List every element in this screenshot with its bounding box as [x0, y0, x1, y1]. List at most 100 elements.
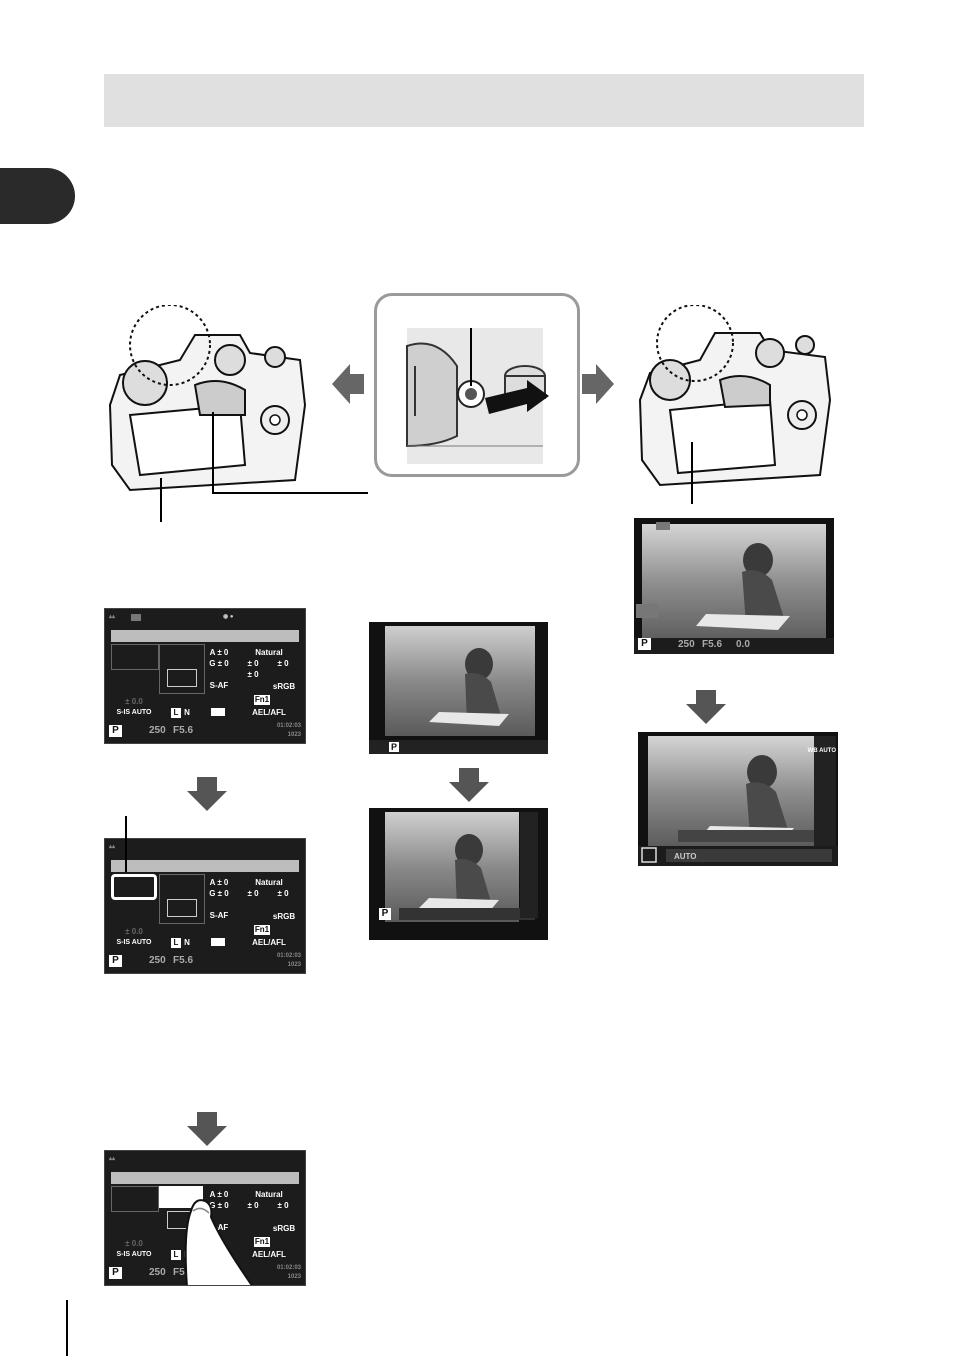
- status-bar: ▴▴ ◉ ●: [109, 614, 234, 621]
- eye-sensor-icon: [406, 328, 549, 464]
- flash-comp: ± 0.0: [125, 697, 143, 706]
- fn-button: Fn1: [254, 1237, 270, 1247]
- wb-a: A ± 0: [209, 648, 229, 657]
- camera-back-icon: [108, 304, 307, 492]
- super-control-panel-3: ▴▴ A ± 0 G ± 0 Natural ± 0 ± 0 S-AF sRGB…: [104, 1150, 306, 1286]
- recording-time: 01:02:03: [276, 1265, 301, 1271]
- camera-back-right: [630, 304, 840, 495]
- picture-mode: Natural: [255, 1190, 283, 1199]
- section-header-bar: [104, 74, 864, 127]
- exposure-comp: 0.0: [736, 639, 750, 650]
- image-stabilizer: S-IS AUTO: [116, 939, 152, 946]
- wb-a: A ± 0: [209, 1190, 229, 1199]
- quality-icon: L: [171, 708, 181, 718]
- recording-time: 01:02:03: [276, 723, 301, 729]
- camera-back-icon: [638, 304, 832, 487]
- frames-remaining: 1023: [287, 732, 301, 738]
- chapter-side-tab: [0, 168, 75, 224]
- picture-mode: Natural: [255, 648, 283, 657]
- exposure-bar: P 250 F5.6 01:02:03 1023: [105, 1259, 305, 1285]
- shooting-mode: P: [109, 1267, 122, 1279]
- af-target-icon: [167, 899, 197, 917]
- finger-icon: [184, 1199, 253, 1285]
- arrow-down-icon: [187, 1112, 227, 1146]
- af-target-icon: [167, 669, 197, 687]
- af-mode: S-AF: [209, 681, 229, 690]
- shooting-mode: P: [109, 725, 122, 737]
- quality-icon: L: [171, 938, 181, 948]
- wb-g: G ± 0: [209, 659, 229, 668]
- quality: N: [184, 938, 190, 947]
- panel-strip: [111, 630, 299, 642]
- wb-menu-item: AUTO: [674, 852, 697, 861]
- selected-cell: [111, 874, 157, 900]
- page-rule: [66, 1300, 68, 1356]
- saturation: ± 0: [247, 670, 259, 679]
- arrow-left-icon: [332, 364, 364, 404]
- monitor-live-control: AUTO WB AUTO: [638, 732, 838, 866]
- ael-afl: AEL/AFL: [252, 1250, 286, 1259]
- exposure-bar: P 250 F5.6 01:02:03 1023: [105, 717, 305, 743]
- camera-back-left: [100, 304, 310, 495]
- wb-indicator: WB AUTO: [807, 748, 836, 754]
- ael-afl: AEL/AFL: [252, 708, 286, 717]
- super-control-panel-1: ▴▴ ◉ ● A ± 0 G ± 0 Natural ± 0 ± 0 ± 0 S…: [104, 608, 306, 744]
- recording-time: 01:02:03: [276, 953, 301, 959]
- sharpness: ± 0: [247, 659, 259, 668]
- shutter-speed: 250: [149, 725, 166, 736]
- viewfinder-liveview: P: [369, 622, 548, 754]
- sharpness: ± 0: [247, 1201, 259, 1210]
- panel-grid: A ± 0 G ± 0 Natural ± 0 ± 0 S-AF sRGB ± …: [111, 1186, 299, 1260]
- color-space: sRGB: [272, 912, 296, 921]
- touched-cell: [159, 1186, 203, 1208]
- exposure-bar: P 250 F5.6 01:02:03 1023: [105, 947, 305, 973]
- shooting-mode: P: [381, 908, 389, 919]
- arrow-down-icon: [686, 690, 726, 724]
- af-mode: S-AF: [209, 911, 229, 920]
- shutter-speed: 250: [149, 1267, 166, 1278]
- aspect-icon: [211, 708, 225, 716]
- callout-line-viewfinder-h: [212, 492, 368, 494]
- contrast: ± 0: [277, 659, 289, 668]
- shutter-speed: 250: [678, 639, 695, 650]
- shooting-mode: P: [390, 742, 397, 752]
- flash-comp: ± 0.0: [125, 927, 143, 936]
- af-mode: S-AF: [209, 1223, 229, 1232]
- status-bar: ▴▴: [109, 1156, 116, 1162]
- image-stabilizer: S-IS AUTO: [116, 709, 152, 716]
- color-space: sRGB: [272, 1224, 296, 1233]
- arrow-down-icon: [187, 777, 227, 811]
- shooting-mode: P: [109, 955, 122, 967]
- sharpness: ± 0: [247, 889, 259, 898]
- shutter-speed: 250: [149, 955, 166, 966]
- fn-button: Fn1: [254, 695, 270, 705]
- wb-g: G ± 0: [209, 889, 229, 898]
- wb-g: G ± 0: [209, 1201, 229, 1210]
- aperture: F5.6: [173, 955, 194, 966]
- callout-line-selected: [125, 816, 127, 872]
- aperture: F5.6: [702, 639, 723, 650]
- wb-a: A ± 0: [209, 878, 229, 887]
- eye-sensor-inset: [374, 293, 580, 477]
- shooting-mode: P: [638, 638, 651, 650]
- image-stabilizer: S-IS AUTO: [116, 1251, 152, 1258]
- quality-icon: L: [171, 1250, 181, 1260]
- picture-mode: Natural: [255, 878, 283, 887]
- panel-strip: [111, 860, 299, 872]
- frames-remaining: 1023: [287, 1274, 301, 1280]
- arrow-right-icon: [582, 364, 614, 404]
- super-control-panel-2: ▴▴ A ± 0 G ± 0 Natural ± 0 ± 0 S-AF sRGB…: [104, 838, 306, 974]
- color-space: sRGB: [272, 682, 296, 691]
- frames-remaining: 1023: [287, 962, 301, 968]
- flash-comp: ± 0.0: [125, 1239, 143, 1248]
- panel-grid: A ± 0 G ± 0 Natural ± 0 ± 0 ± 0 S-AF sRG…: [111, 644, 299, 718]
- callout-line-monitor-left: [160, 478, 162, 522]
- viewfinder-menu: P: [369, 808, 548, 940]
- callout-line-monitor-right: [691, 442, 693, 504]
- fn-button: Fn1: [254, 925, 270, 935]
- aspect-icon: [211, 938, 225, 946]
- monitor-liveview: P 250 F5.6 0.0: [634, 518, 834, 654]
- ael-afl: AEL/AFL: [252, 938, 286, 947]
- callout-line-viewfinder: [212, 412, 214, 494]
- status-bar: ▴▴: [109, 844, 116, 850]
